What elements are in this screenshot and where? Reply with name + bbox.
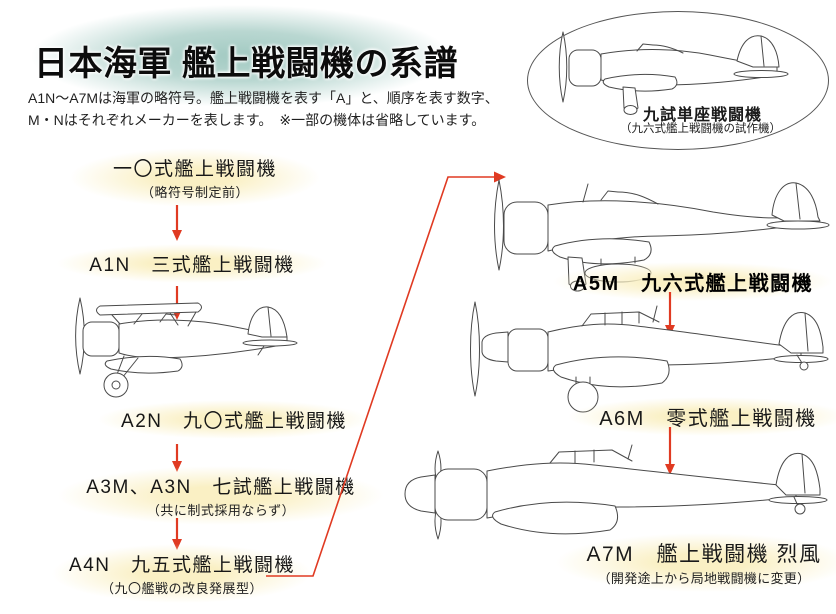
flow-item-label: A4N 九五式艦上戦闘機	[69, 555, 295, 576]
title-background-glow	[0, 0, 530, 127]
flow-item-label: A3M、A3N 七試艦上戦闘機	[86, 477, 356, 498]
flow-item-label: A2N 九〇式艦上戦闘機	[121, 411, 347, 432]
flow-item-a4n: A4N 九五式艦上戦闘機 （九〇艦戦の改良発展型）	[52, 544, 312, 603]
subtitle-line-2: M・Nはそれぞれメーカーを表します。 ※一部の機体は省略しています。	[28, 111, 486, 128]
lineage-label-text: A7M 艦上戦闘機 烈風	[586, 543, 822, 566]
prototype-label: 九試単座戦闘機	[642, 107, 762, 124]
flow-item-note: （共に制式採用ならず）	[146, 503, 296, 518]
lineage-label-note: （開発途上から局地戦闘機に変更）	[597, 571, 811, 586]
lineage-label-text: A6M 零式艦上戦闘機	[599, 408, 817, 430]
red-down-arrow-icon	[665, 427, 675, 475]
flow-item-a2n: A2N 九〇式艦上戦闘機	[98, 400, 370, 439]
page-title: 日本海軍 艦上戦闘機の系譜	[34, 45, 458, 83]
lineage-label-a7m: A7M 艦上戦闘機 烈風 （開発途上から局地戦闘機に変更）	[556, 533, 836, 592]
a7m-aircraft-illustration	[404, 444, 828, 540]
flow-item-note: （九〇艦戦の改良発展型）	[100, 581, 263, 596]
flow-item-a3: A3M、A3N 七試艦上戦闘機 （共に制式採用ならず）	[58, 466, 384, 525]
flow-item-label: A1N 三式艦上戦闘機	[89, 255, 295, 276]
flow-item-a1n: A1N 三式艦上戦闘機	[57, 244, 327, 283]
kyushi-prototype-aircraft-illustration	[558, 31, 789, 115]
red-down-arrow-icon	[172, 205, 182, 241]
a2n-biplane-aircraft-illustration	[75, 297, 298, 398]
flow-item-note: （略符号制定前）	[140, 185, 249, 200]
lineage-label-a5m: A5M 九六式艦上戦闘機	[553, 262, 833, 301]
subtitle: A1N～A7Mは海軍の略符号。艦上戦闘機を表す「A」と、順序を表す数字、 M・N…	[28, 88, 499, 131]
prototype-note: （九六式艦上戦闘機の試作機）	[620, 123, 781, 135]
lineage-label-text: A5M 九六式艦上戦闘機	[572, 273, 814, 295]
subtitle-line-1: A1N～A7Mは海軍の略符号。艦上戦闘機を表す「A」と、順序を表す数字、	[28, 90, 499, 106]
lineage-label-a6m: A6M 零式艦上戦闘機	[568, 397, 836, 436]
flow-item-type10: 一〇式艦上戦闘機 （略符号制定前）	[70, 148, 320, 207]
flow-item-label: 一〇式艦上戦闘機	[112, 159, 277, 180]
a6m-aircraft-illustration	[470, 301, 829, 413]
